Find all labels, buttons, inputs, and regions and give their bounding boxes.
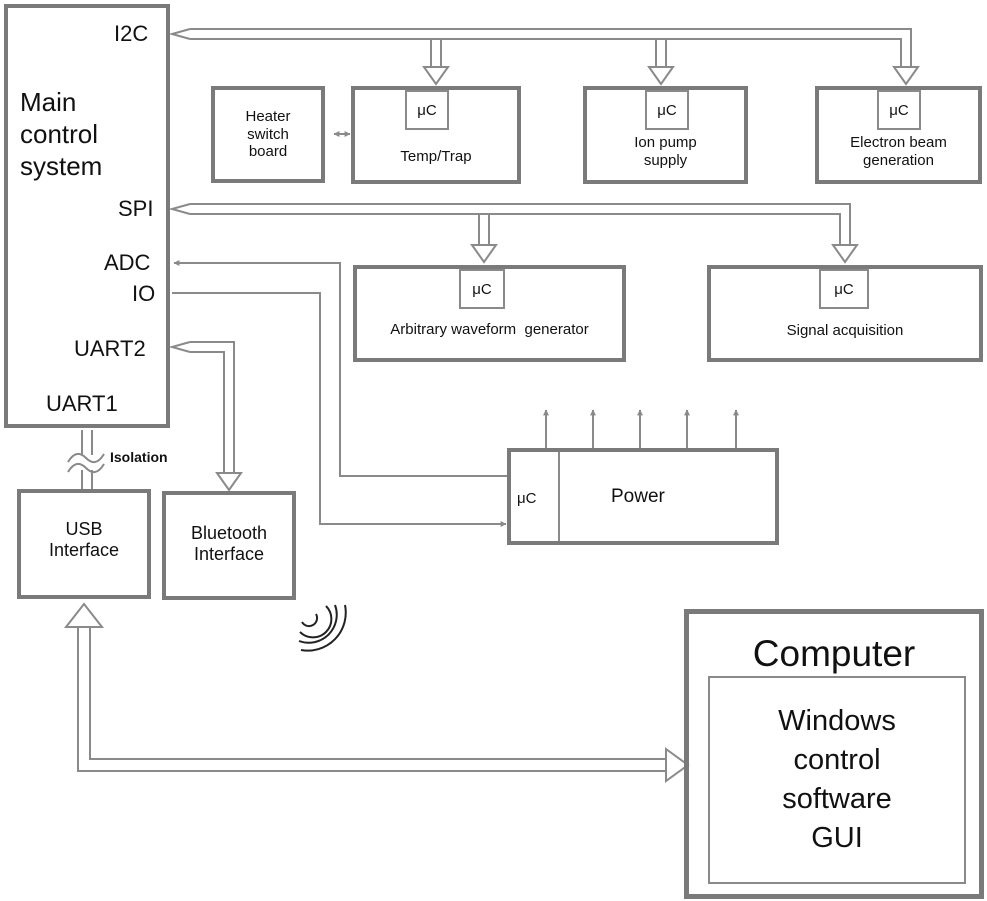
uart1-isolation-link: [67, 430, 105, 490]
heater-label: Heater switch board: [215, 108, 321, 161]
main-title-line-2: control: [20, 119, 99, 149]
usb-label-line-1: USB: [65, 519, 103, 539]
heater-switch-board: Heater switch board: [211, 86, 325, 183]
computer-title: Computer: [752, 633, 916, 674]
power-output-arrows: [543, 409, 739, 448]
computer: Computer Windows control software GUI: [684, 609, 984, 899]
signal-acquisition-module: μC Signal acquisition: [707, 265, 983, 362]
port-uart2: UART2: [74, 336, 146, 361]
port-adc: ADC: [104, 250, 151, 275]
temp-label: Temp/Trap: [400, 148, 472, 165]
electron-beam-module: μC Electron beam generation: [815, 86, 982, 184]
power-uc-label: μC: [517, 490, 537, 507]
port-io: IO: [132, 281, 156, 306]
software-line-4: GUI: [811, 822, 863, 854]
usb-label: USB Interface: [21, 519, 147, 561]
port-i2c: I2C: [114, 21, 149, 46]
temp-uc-box: μC: [405, 90, 449, 130]
bluetooth-label-line-1: Bluetooth: [190, 523, 268, 543]
heater-label-line-2: switch: [247, 125, 289, 143]
i2c-bus: [168, 28, 920, 86]
bluetooth-interface: Bluetooth Interface: [162, 491, 296, 600]
usb-computer-link: [63, 602, 690, 783]
ion-pump-supply-module: μC Ion pump supply: [583, 86, 748, 184]
software-label: Windows control software GUI: [710, 702, 964, 858]
sigacq-label: Signal acquisition: [786, 322, 904, 339]
isolation-label: Isolation: [110, 449, 168, 465]
adc-line: [173, 260, 508, 477]
ionpump-label: Ion pump supply: [587, 134, 744, 169]
software-line-1: Windows: [778, 705, 896, 737]
ebeam-label: Electron beam generation: [819, 134, 978, 169]
ebeam-label-line-2: generation: [863, 151, 934, 169]
power-divider: [558, 452, 560, 541]
spi-bus: [168, 203, 859, 264]
port-uart1: UART1: [46, 391, 118, 416]
usb-interface: USB Interface: [17, 489, 151, 599]
software-line-2: control: [793, 744, 881, 776]
main-control-system: Main control system: [4, 4, 170, 428]
software-line-3: software: [782, 783, 892, 815]
heater-label-line-3: board: [248, 143, 288, 161]
heater-label-line-1: Heater: [245, 108, 291, 125]
awg-label: Arbitrary waveform generator: [390, 321, 589, 338]
main-title-line-3: system: [20, 151, 103, 181]
usb-label-line-2: Interface: [48, 540, 120, 561]
ionpump-label-line-2: supply: [643, 151, 688, 169]
ionpump-label-line-1: Ion pump: [634, 134, 697, 151]
uart2-link: [168, 341, 243, 492]
awg-module: μC Arbitrary waveform generator: [353, 265, 626, 362]
ionpump-uc-box: μC: [645, 90, 689, 130]
awg-uc-box: μC: [459, 269, 505, 309]
software-panel: Windows control software GUI: [708, 676, 966, 884]
sigacq-uc-box: μC: [819, 269, 869, 309]
main-title: Main control system: [20, 86, 102, 182]
power-module: μC Power: [507, 448, 779, 545]
temp-trap-module: μC Temp/Trap: [351, 86, 521, 184]
bluetooth-label: Bluetooth Interface: [166, 523, 292, 565]
ebeam-label-line-1: Electron beam: [850, 134, 947, 151]
power-label: Power: [611, 486, 665, 507]
io-line: [172, 292, 507, 527]
port-spi: SPI: [118, 196, 154, 221]
bluetooth-label-line-2: Interface: [193, 544, 265, 565]
ebeam-uc-box: μC: [877, 90, 921, 130]
main-title-line-1: Main: [20, 87, 77, 117]
wireless-signal-icon: [298, 604, 347, 652]
